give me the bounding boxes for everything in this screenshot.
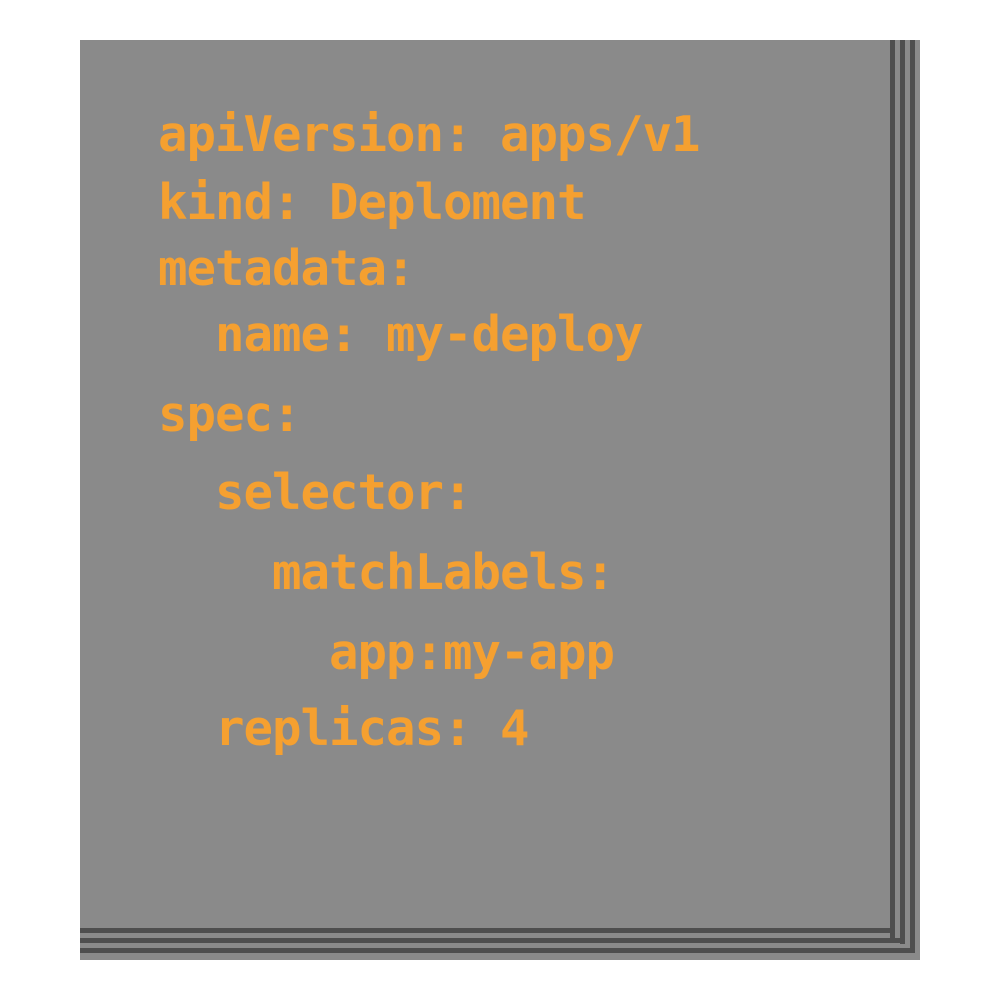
window-border-right xyxy=(900,40,905,944)
window-border-bottom xyxy=(80,928,895,933)
window-border-bottom xyxy=(80,948,915,953)
code-line-metadata: metadata: xyxy=(158,240,416,297)
window-border-bottom xyxy=(80,938,905,943)
window-border-right xyxy=(910,40,915,950)
window-border-right xyxy=(890,40,895,938)
code-line-replicas: replicas: 4 xyxy=(158,700,530,757)
code-line-kind: kind: Deploment xyxy=(158,174,587,231)
code-line-apiversion: apiVersion: apps/v1 xyxy=(158,106,701,163)
code-line-name: name: my-deploy xyxy=(158,306,644,363)
code-line-spec: spec: xyxy=(158,386,302,443)
code-line-matchlabels: matchLabels: xyxy=(158,544,615,601)
code-window: apiVersion: apps/v1 kind: Deploment meta… xyxy=(80,40,920,960)
yaml-editor[interactable]: apiVersion: apps/v1 kind: Deploment meta… xyxy=(80,40,880,920)
code-line-app: app:my-app xyxy=(158,624,615,681)
code-line-selector: selector: xyxy=(158,464,473,521)
